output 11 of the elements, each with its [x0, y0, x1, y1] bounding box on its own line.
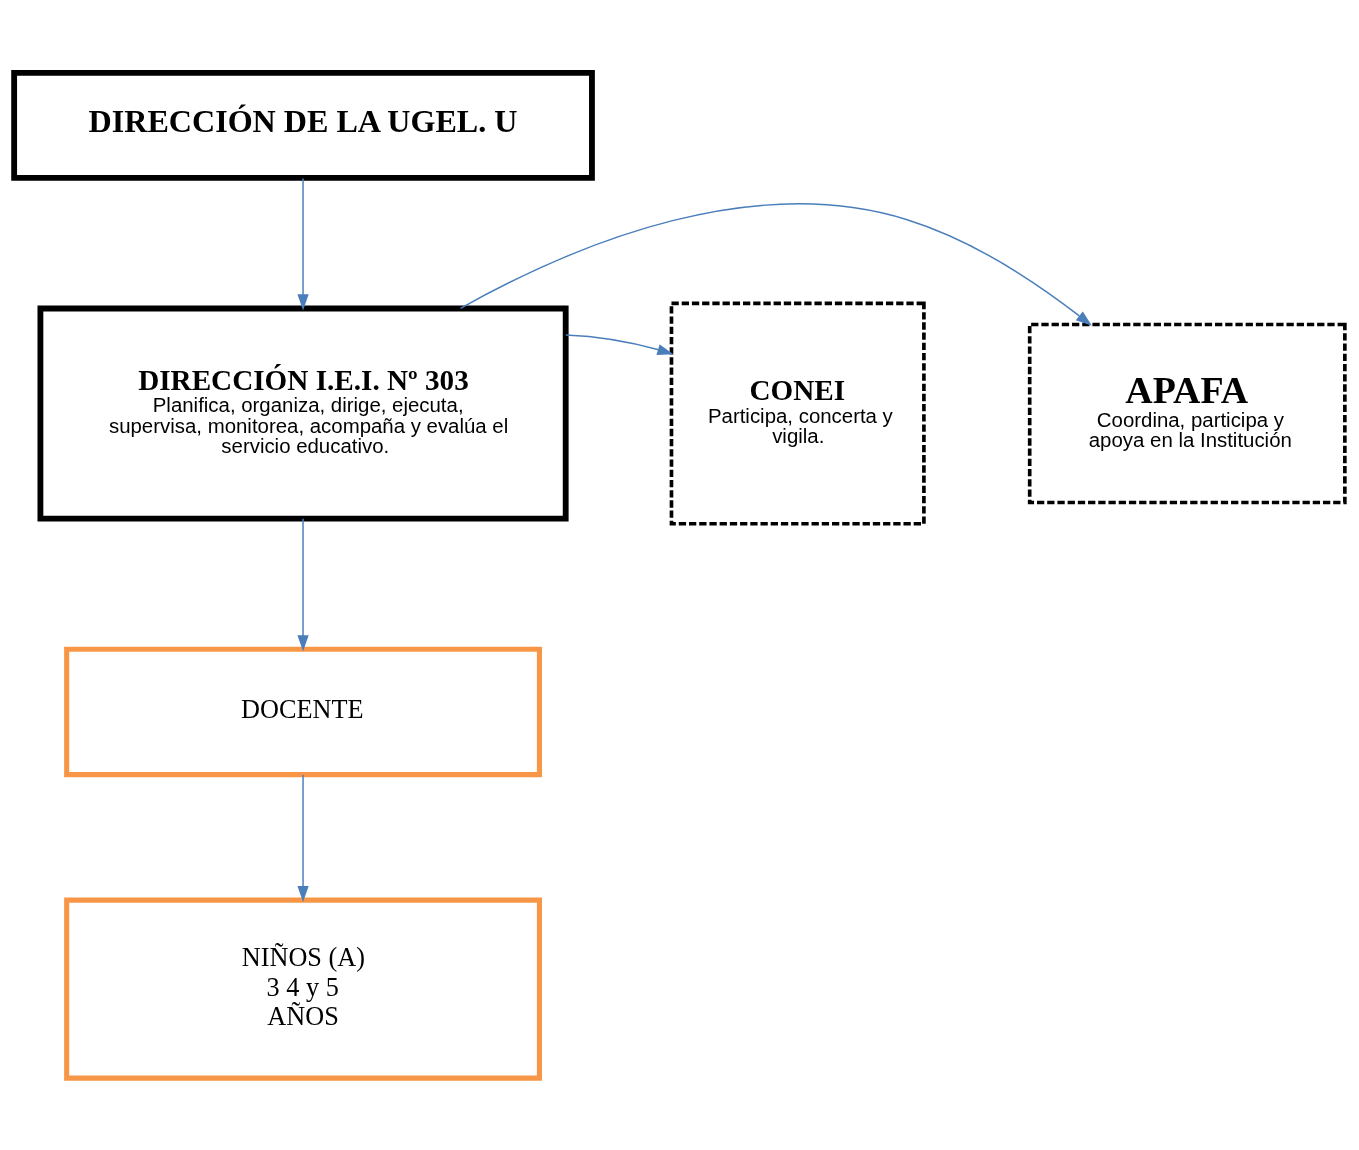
node-box: DIRECCIÓN I.E.I. Nº 303 Planifica, organiza, dirige, ejecuta, supervisa, monitorea, acompaña y evalúa el servicio educativo.: [37, 305, 569, 521]
node-box: CONEI Participa, concerta y vigila.: [669, 301, 926, 526]
arrow: [297, 773, 309, 902]
arrow: [565, 333, 674, 355]
arrow: [297, 517, 309, 651]
node-box: DOCENTE: [64, 646, 542, 777]
node-box: APAFA Coordina, participa y apoya en la Institución: [1027, 322, 1347, 504]
arrow: [459, 202, 1092, 326]
arrow: [297, 177, 309, 310]
node-box: DIRECCIÓN DE LA UGEL. U: [11, 69, 595, 181]
node-box: NIÑOS (A) 3 4 y 5 AÑOS: [64, 897, 542, 1081]
